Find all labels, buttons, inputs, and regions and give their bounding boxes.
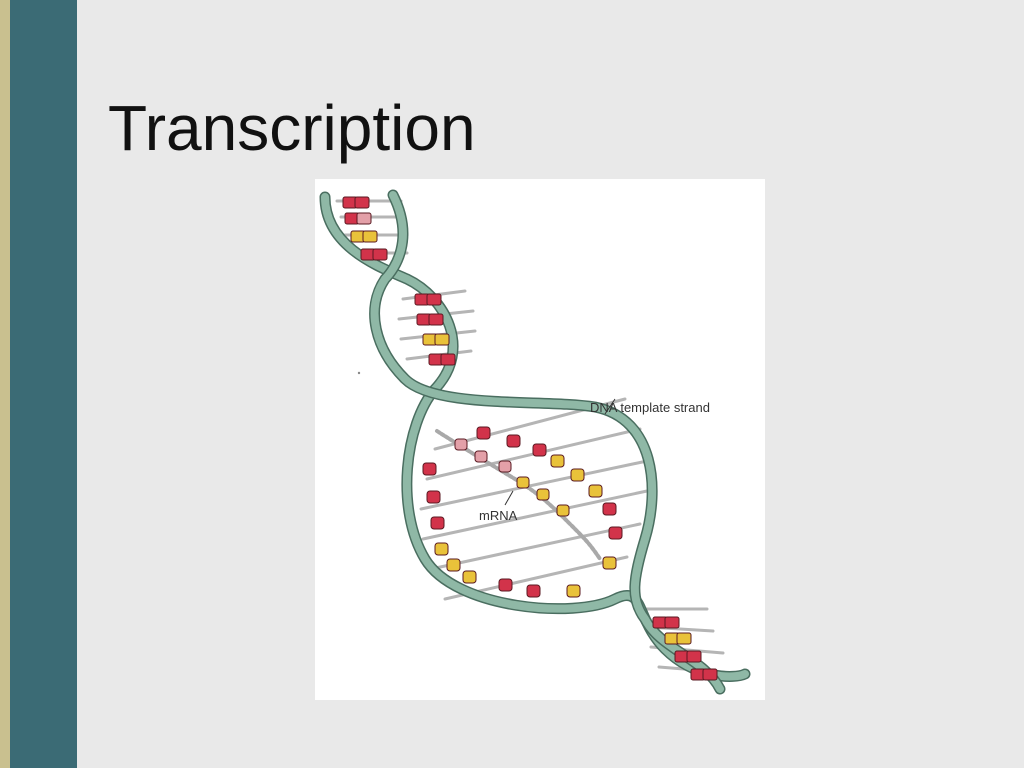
- template-strand-label: DNA template strand: [590, 400, 710, 415]
- dna-transcription-diagram: DNA template strand mRNA: [315, 179, 765, 700]
- mrna-label: mRNA: [479, 508, 518, 523]
- stray-dot: [357, 371, 361, 375]
- mrna-leader: [504, 490, 514, 506]
- dna-diagram-svg: DNA template strand mRNA: [319, 189, 751, 695]
- side-stripe-teal: [10, 0, 77, 768]
- slide-title: Transcription: [108, 92, 476, 164]
- nucleotides: [342, 196, 718, 681]
- side-stripe-gold: [0, 0, 10, 768]
- template-strand-leader: [604, 398, 616, 415]
- dna-backbone: [319, 189, 751, 695]
